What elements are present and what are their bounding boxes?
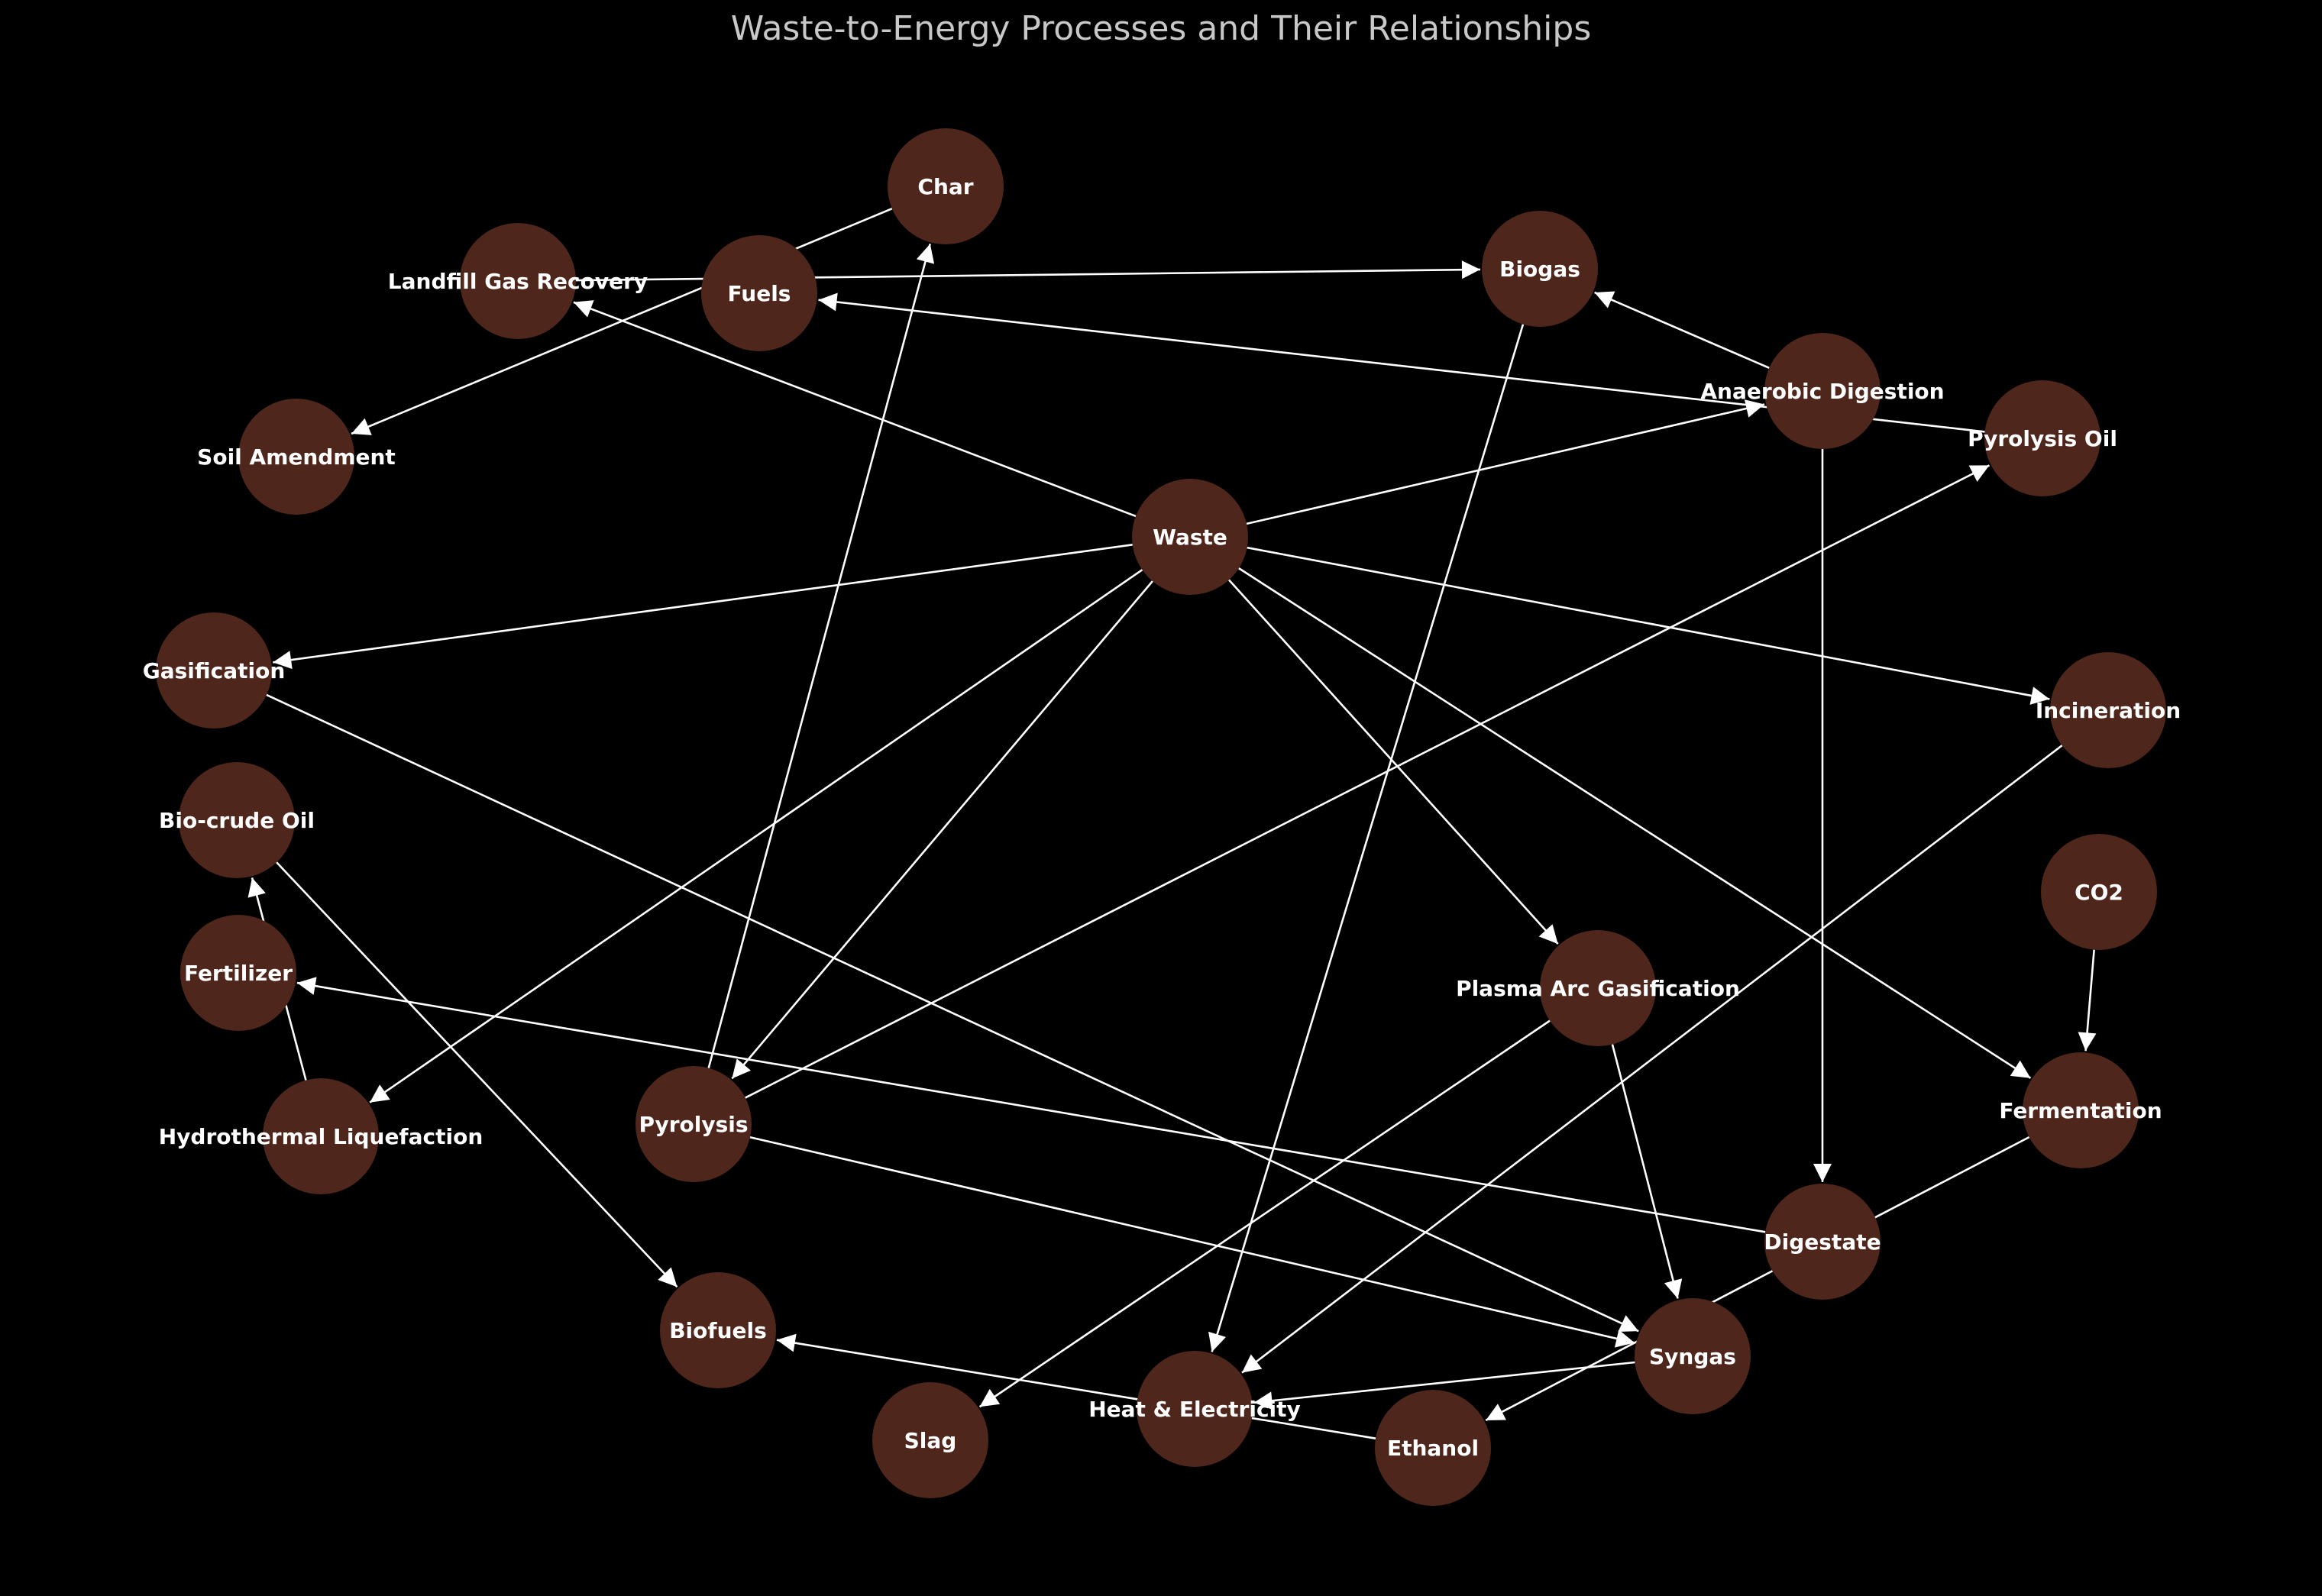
node-slag [872,1382,988,1498]
edge-co2-to-fermentation [2078,949,2097,1052]
node-landfill [460,223,576,339]
edge-fermentation-to-ethanol [1485,1136,2030,1422]
node-label-biogas: Biogas [1499,257,1580,282]
node-label-fermentation: Fermentation [1999,1098,2162,1123]
node-anaerobic [1764,333,1881,449]
node-label-incineration: Incineration [2036,698,2181,723]
node-ethanol [1375,1390,1491,1506]
diagram-title: Waste-to-Energy Processes and Their Rela… [731,9,1592,48]
node-label-pyroil: Pyrolysis Oil [1968,426,2117,451]
edge-anaerobic-to-biogas [1594,291,1770,370]
node-label-fertilizer: Fertilizer [184,961,293,986]
edge-waste-to-incineration [1247,546,2050,705]
edge-waste-to-landfill [573,300,1137,518]
node-label-digestate: Digestate [1764,1229,1881,1255]
node-incineration [2050,652,2166,768]
node-digestate [1764,1184,1881,1300]
edge-waste-to-htl [369,569,1143,1103]
node-plasma [1540,930,1656,1046]
edge-pyrolysis-to-pyroil [745,464,1991,1099]
node-label-biocrude: Bio-crude Oil [159,808,315,833]
node-syngas [1635,1298,1751,1414]
node-pyrolysis [635,1066,752,1182]
node-label-htl: Hydrothermal Liquefaction [159,1124,483,1149]
node-label-waste: Waste [1153,525,1227,550]
node-soil [238,399,354,515]
node-fertilizer [180,915,296,1031]
node-htl [263,1078,379,1194]
edge-layer [247,208,2097,1439]
node-gasification [156,612,272,729]
node-label-biofuels: Biofuels [669,1318,767,1343]
node-label-char: Char [917,174,973,199]
edge-char-to-soil [351,208,893,435]
edge-plasma-to-syngas [1611,1044,1683,1299]
node-fuels [701,235,817,351]
node-fermentation [2023,1052,2139,1168]
edge-plasma-to-slag [978,1019,1551,1408]
node-char [888,128,1004,244]
node-label-anaerobic: Anaerobic Digestion [1700,379,1944,404]
node-label-co2: CO2 [2075,880,2123,905]
edge-waste-to-plasma [1227,579,1559,945]
node-label-pyrolysis: Pyrolysis [639,1112,748,1137]
node-pyroil [1984,380,2100,496]
node-biofuels [660,1272,776,1388]
node-label-syngas: Syngas [1649,1344,1736,1369]
edge-gasification-to-syngas [266,693,1639,1333]
edge-biocrude-to-biofuels [276,861,678,1288]
node-co2 [2041,834,2157,950]
edge-waste-to-gasification [273,544,1133,670]
node-heat [1137,1351,1253,1467]
edge-digestate-to-fertilizer [296,977,1766,1233]
edge-pyrolysis-to-char [707,243,935,1068]
node-label-plasma: Plasma Arc Gasification [1456,976,1740,1001]
edge-pyrolysis-to-syngas [749,1136,1635,1348]
node-label-landfill: Landfill Gas Recovery [388,269,648,294]
node-label-slag: Slag [904,1428,957,1453]
node-waste [1132,479,1248,595]
edge-syngas-to-heat [1253,1361,1635,1410]
node-biocrude [179,762,295,878]
node-label-fuels: Fuels [728,281,791,306]
edge-biogas-to-heat [1208,324,1525,1352]
node-label-ethanol: Ethanol [1387,1436,1479,1461]
edge-waste-to-pyrolysis [731,580,1153,1080]
edge-waste-to-anaerobic [1246,399,1765,525]
node-label-heat: Heat & Electricity [1088,1397,1301,1422]
node-label-gasification: Gasification [143,658,286,683]
edge-ethanol-to-biofuels [776,1333,1376,1439]
node-biogas [1482,211,1598,327]
edge-incineration-to-heat [1241,745,2063,1374]
node-label-soil: Soil Amendment [197,444,396,470]
edge-waste-to-fermentation [1238,567,2032,1079]
